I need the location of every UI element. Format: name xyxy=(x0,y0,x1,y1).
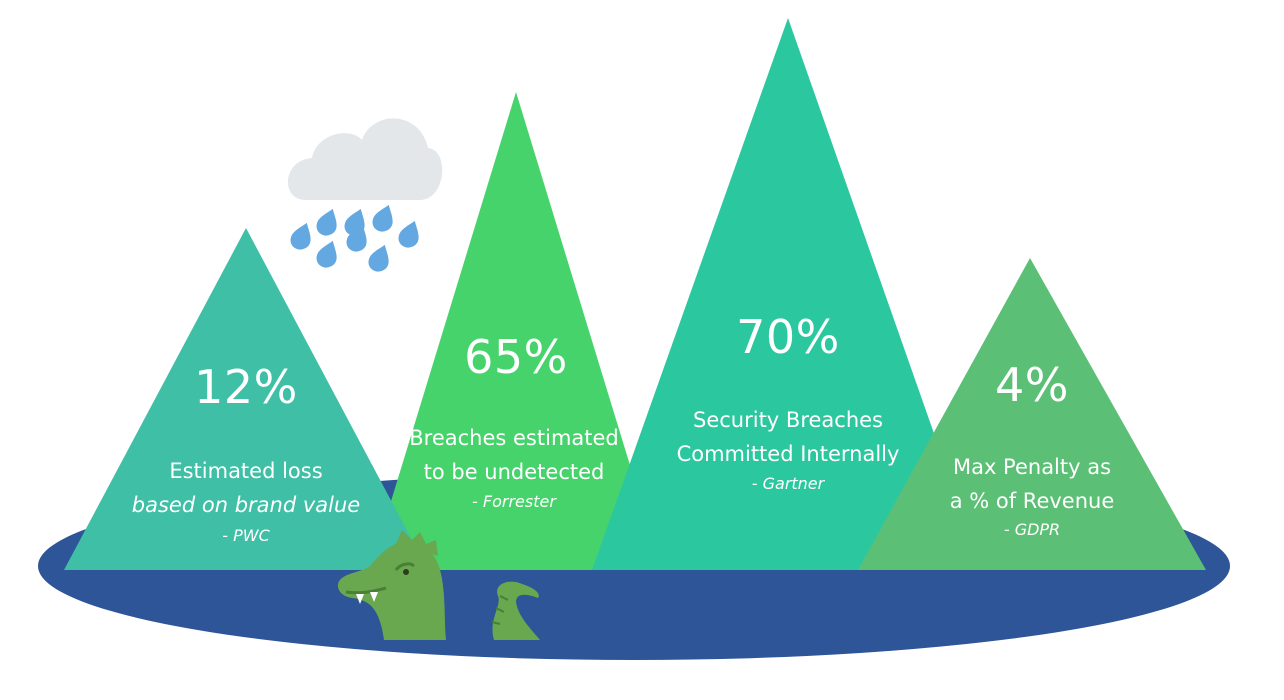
stat-label-12-line1: Estimated loss xyxy=(169,459,323,483)
stat-source-forrester: - Forrester xyxy=(472,492,556,511)
stat-label-70-line2: Committed Internally xyxy=(676,442,900,466)
stat-label-4: Max Penalty as a % of Revenue xyxy=(892,450,1172,518)
stat-label-4-line2: a % of Revenue xyxy=(949,489,1115,513)
stat-label-65-line2: to be undetected xyxy=(423,460,605,484)
mountain-12 xyxy=(64,228,428,570)
stat-percent-70: 70% xyxy=(736,310,840,364)
stat-label-70-line1: Security Breaches xyxy=(693,408,883,432)
stat-percent-12: 12% xyxy=(194,360,298,414)
stat-label-12-line2: based on brand value xyxy=(131,493,361,517)
rain-cloud-icon xyxy=(287,118,443,272)
mountain-65 xyxy=(370,92,662,570)
stat-percent-4: 4% xyxy=(995,358,1069,412)
mountain-4 xyxy=(858,258,1206,570)
stat-label-4-line1: Max Penalty as xyxy=(952,455,1112,479)
stat-source-pwc: - PWC xyxy=(222,526,270,545)
mountain-70 xyxy=(592,18,982,570)
stat-percent-65: 65% xyxy=(464,330,568,384)
sea-monster-icon xyxy=(337,530,540,640)
stat-label-12: Estimated loss based on brand value xyxy=(106,454,386,522)
stat-source-gartner: - Gartner xyxy=(751,474,825,493)
stat-source-gdpr: - GDPR xyxy=(1003,520,1061,539)
stat-label-65-line1: Breaches estimated xyxy=(409,426,619,450)
stat-label-70: Security Breaches Committed Internally xyxy=(638,403,938,471)
stat-label-65: Breaches estimated to be undetected xyxy=(374,421,654,489)
